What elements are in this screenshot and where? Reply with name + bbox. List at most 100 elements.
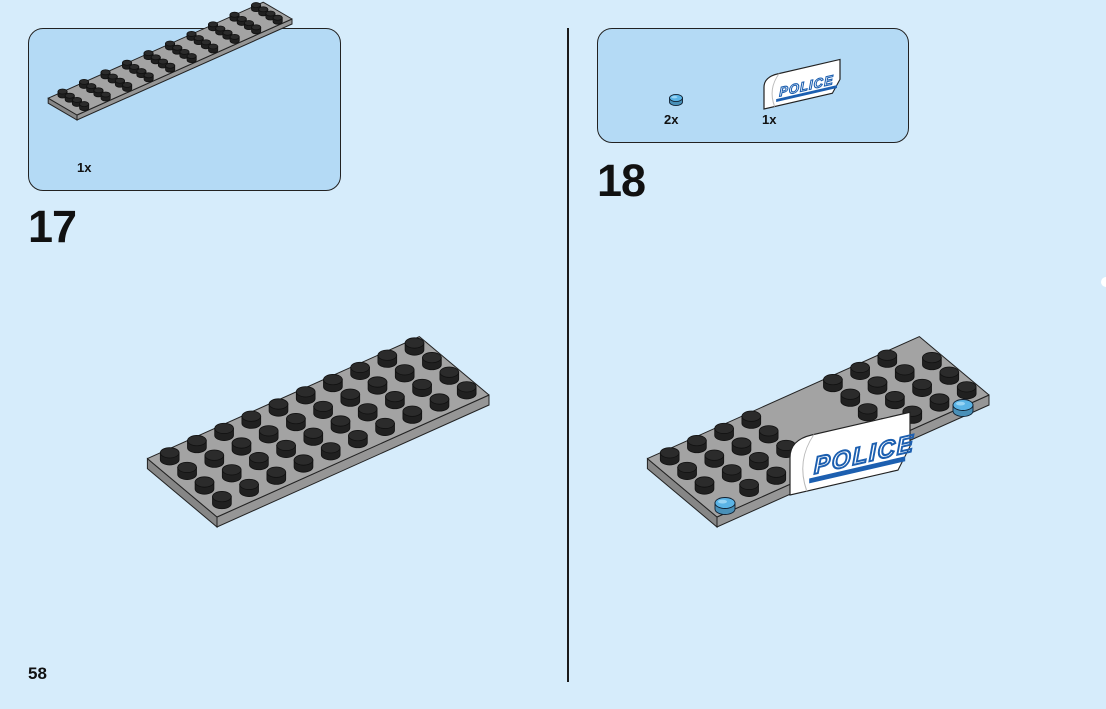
part-image-plate-4x10 xyxy=(47,1,293,121)
stud xyxy=(236,15,247,22)
stud xyxy=(429,393,450,405)
stud xyxy=(320,442,341,454)
stud xyxy=(340,388,361,400)
stud xyxy=(295,386,316,398)
stud xyxy=(850,361,870,373)
stud xyxy=(350,361,370,373)
stud xyxy=(258,425,279,437)
part-image-round-tile xyxy=(669,93,683,107)
stud xyxy=(215,25,226,32)
stud xyxy=(241,410,262,422)
round-tile xyxy=(671,95,678,99)
round-tile xyxy=(718,499,727,504)
stud xyxy=(186,30,197,37)
police-slope xyxy=(802,434,815,492)
stud xyxy=(385,391,405,403)
stud xyxy=(71,96,82,103)
stud xyxy=(422,352,442,364)
stud xyxy=(150,54,161,61)
stud xyxy=(394,364,415,376)
stud xyxy=(731,437,752,449)
stud xyxy=(276,439,296,451)
stud xyxy=(177,461,197,473)
stud xyxy=(214,422,234,434)
parts-callout-step-18 xyxy=(597,28,909,143)
stud xyxy=(402,405,423,417)
stud xyxy=(57,88,68,95)
stud xyxy=(912,378,932,390)
stud xyxy=(659,447,680,459)
part-quantity-round-tile: 2x xyxy=(664,112,679,127)
stud xyxy=(272,14,283,21)
page-number: 58 xyxy=(28,664,47,683)
stud xyxy=(100,69,111,76)
step-number-17: 17 xyxy=(28,201,77,252)
plate-side xyxy=(76,18,293,121)
stud xyxy=(694,476,715,488)
stud xyxy=(79,101,90,108)
stud xyxy=(677,461,697,473)
stud xyxy=(313,400,333,412)
stud xyxy=(229,33,240,40)
stud xyxy=(687,435,707,447)
stud xyxy=(107,73,118,80)
stud xyxy=(64,92,75,99)
plate-top xyxy=(47,1,293,116)
round-tile xyxy=(956,401,965,406)
police-stripe xyxy=(776,85,837,103)
stud xyxy=(165,62,176,69)
stud xyxy=(136,68,147,75)
stud xyxy=(208,43,219,50)
stud xyxy=(268,398,289,410)
stud xyxy=(367,376,388,388)
stud xyxy=(939,366,960,378)
stud xyxy=(348,430,368,442)
edge-tab-marker xyxy=(1101,277,1106,287)
stud xyxy=(704,449,725,461)
stud xyxy=(194,476,215,488)
stud xyxy=(375,417,395,429)
police-slope xyxy=(771,73,780,107)
stud xyxy=(221,464,242,476)
police-slope xyxy=(763,58,841,110)
stud xyxy=(143,50,154,57)
police-stripe xyxy=(809,456,906,484)
stud xyxy=(412,378,432,390)
stud xyxy=(251,2,262,9)
police-slope: POLICE xyxy=(763,58,841,110)
stud xyxy=(204,449,225,461)
stud xyxy=(100,91,111,98)
police-slope xyxy=(789,411,911,496)
part-image-police-slope: POLICE xyxy=(763,58,841,110)
stud xyxy=(404,337,425,349)
stud xyxy=(303,427,324,439)
stud xyxy=(293,454,314,466)
stud xyxy=(93,87,104,94)
stud xyxy=(766,466,787,478)
stud xyxy=(212,491,232,503)
stud xyxy=(122,59,133,66)
stud xyxy=(929,393,950,405)
stud xyxy=(157,58,168,65)
stud xyxy=(922,352,942,364)
stud xyxy=(741,410,762,422)
step-number-18: 18 xyxy=(597,155,646,206)
stud xyxy=(129,63,140,70)
stud xyxy=(956,381,977,393)
stud xyxy=(266,466,287,478)
stud xyxy=(122,81,133,88)
stud xyxy=(251,24,262,31)
stud xyxy=(721,464,742,476)
stud xyxy=(172,44,183,51)
stud xyxy=(229,11,240,18)
stud xyxy=(239,478,259,490)
stud xyxy=(439,366,460,378)
stud xyxy=(186,53,197,60)
stud xyxy=(159,447,180,459)
stud xyxy=(222,29,233,36)
stud xyxy=(243,20,254,27)
assembly-image-step-18: POLICE xyxy=(646,336,990,529)
stud xyxy=(739,478,759,490)
stud xyxy=(877,349,898,361)
